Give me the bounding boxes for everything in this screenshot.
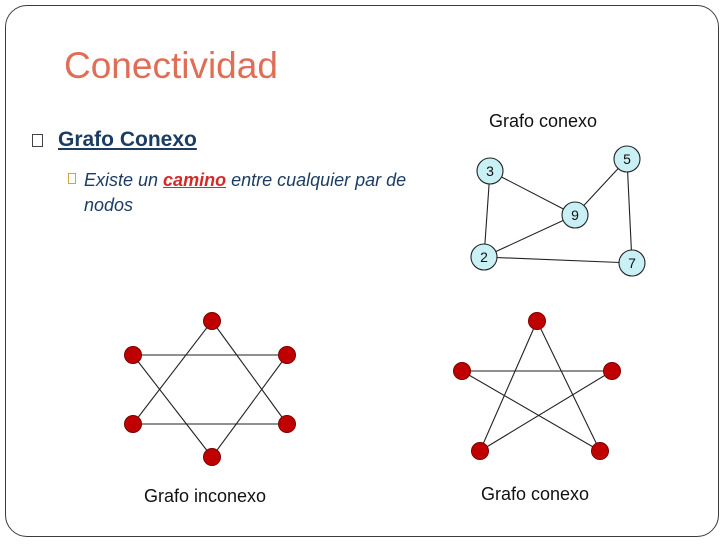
triangle-down xyxy=(131,354,289,458)
pentagram-graph xyxy=(453,312,621,460)
star-node-top xyxy=(528,312,546,330)
hexagram-nodes xyxy=(124,312,296,466)
caption-bottom-right: Grafo conexo xyxy=(481,484,590,504)
triangle-up xyxy=(131,320,289,425)
node-9-label: 9 xyxy=(571,207,579,223)
labeled-graph: 3 5 9 2 7 xyxy=(470,145,646,277)
star-node-bottom-right xyxy=(591,442,609,460)
edge-2-9 xyxy=(483,214,576,258)
star-node-bottom-left xyxy=(471,442,489,460)
star-node-right xyxy=(603,362,621,380)
hex-node-upper-right xyxy=(278,346,296,364)
node-2-label: 2 xyxy=(480,249,488,265)
edge-3-9 xyxy=(489,170,576,216)
star-edges xyxy=(459,319,614,453)
star-node-left xyxy=(453,362,471,380)
hex-node-bottom xyxy=(203,448,221,466)
node-7 xyxy=(618,249,646,277)
node-7-label: 7 xyxy=(628,255,636,271)
slide-title: Conectividad xyxy=(64,45,278,86)
hex-node-lower-right xyxy=(278,415,296,433)
node-5 xyxy=(613,145,641,173)
definition-before: Existe un xyxy=(84,170,164,190)
definition-after: entre cualquier par de nodos xyxy=(84,170,407,215)
bullet-grafo-conexo: Grafo Conexo xyxy=(32,128,197,152)
definition-text: Existe un camino entre cualquier par de … xyxy=(84,168,448,218)
edge-2-7 xyxy=(483,256,633,264)
hexagram-graph xyxy=(124,312,296,466)
edge-5-7 xyxy=(626,158,633,264)
hex-node-upper-left xyxy=(124,346,142,364)
sub-bullet-box-icon xyxy=(68,173,76,184)
pentagram-nodes xyxy=(453,312,621,460)
hex-node-top xyxy=(203,312,221,330)
node-2 xyxy=(470,243,498,271)
edge-3-2 xyxy=(483,170,491,258)
caption-top-right: Grafo conexo xyxy=(489,111,598,131)
definition-emphasis: camino xyxy=(163,170,227,190)
sub-bullet-definition: Existe un camino entre cualquier par de … xyxy=(68,168,448,218)
node-5-label: 5 xyxy=(623,151,631,167)
node-9 xyxy=(561,201,589,229)
node-3 xyxy=(476,157,504,185)
bullet-box-icon xyxy=(32,133,43,147)
bullet-heading: Grafo Conexo xyxy=(58,128,197,151)
caption-bottom-left: Grafo inconexo xyxy=(144,486,267,506)
node-3-label: 3 xyxy=(486,163,494,179)
hex-node-lower-left xyxy=(124,415,142,433)
